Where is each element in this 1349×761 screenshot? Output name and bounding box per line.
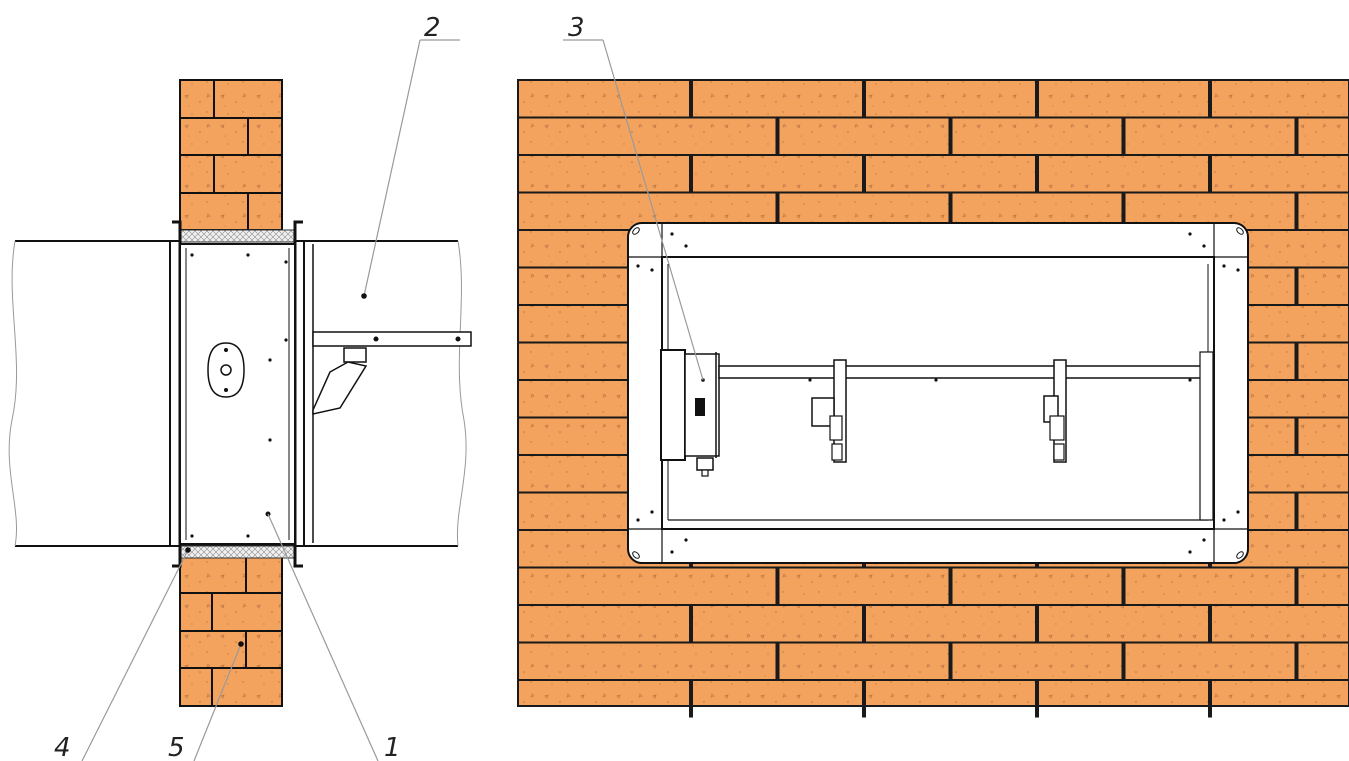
mortar-joint: [1208, 680, 1212, 718]
mortar-joint: [775, 567, 780, 605]
mortar-joint: [1121, 192, 1126, 230]
insulation-top: [179, 229, 295, 243]
mortar-joint: [1294, 567, 1299, 605]
mortar-joint: [1121, 117, 1126, 155]
mortar-joint: [689, 80, 693, 118]
insulation-bottom: [179, 545, 295, 559]
mortar-joint: [1294, 417, 1299, 455]
svg-text:4: 4: [54, 733, 71, 761]
actuator-arm: [312, 331, 472, 415]
mortar-joint: [948, 642, 953, 680]
wall-section-lower: [179, 555, 283, 707]
mortar-joint: [1035, 80, 1039, 118]
mortar-joint: [1121, 567, 1126, 605]
svg-text:5: 5: [168, 733, 185, 761]
mortar-joint: [948, 117, 953, 155]
mortar-joint: [1294, 192, 1299, 230]
actuator-mechanism: [660, 349, 1214, 521]
mortar-joint: [1035, 155, 1039, 193]
mortar-joint: [1035, 605, 1039, 643]
svg-text:3: 3: [568, 13, 585, 43]
mortar-joint: [862, 680, 866, 718]
callout-3: 3: [563, 13, 704, 381]
mortar-joint: [775, 117, 780, 155]
wall-section-upper: [179, 79, 283, 231]
mortar-joint: [1294, 492, 1299, 530]
svg-text:1: 1: [384, 733, 401, 761]
damper-shaft: [718, 365, 1214, 379]
front-view: [517, 79, 1349, 718]
mortar-joint: [862, 605, 866, 643]
mortar-joint: [1294, 267, 1299, 305]
drive-housing: [660, 349, 686, 461]
section-view: [8, 79, 472, 707]
mortar-joint: [948, 192, 953, 230]
callout-2: 2: [361, 13, 460, 299]
mortar-joint: [862, 80, 866, 118]
fire-damper-body: [179, 243, 296, 545]
mortar-joint: [862, 155, 866, 193]
mortar-joint: [1208, 80, 1212, 118]
mortar-joint: [1208, 155, 1212, 193]
mortar-joint: [948, 567, 953, 605]
mortar-joint: [775, 642, 780, 680]
callout-4: 4: [54, 547, 191, 761]
callout-5: 5: [168, 641, 244, 761]
callout-1: 1: [267, 513, 401, 761]
mortar-joint: [775, 192, 780, 230]
mortar-joint: [689, 605, 693, 643]
mortar-joint: [1121, 642, 1126, 680]
mortar-joint: [1208, 605, 1212, 643]
mortar-joint: [1294, 642, 1299, 680]
mortar-joint: [1294, 117, 1299, 155]
svg-text:2: 2: [424, 13, 441, 43]
mortar-joint: [1294, 342, 1299, 380]
mortar-joint: [689, 680, 693, 718]
mortar-joint: [1035, 680, 1039, 718]
mortar-joint: [689, 155, 693, 193]
damper-frame: [627, 222, 1249, 564]
